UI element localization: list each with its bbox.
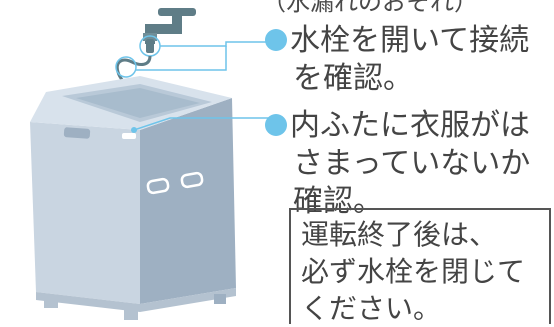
check-item-line: 水栓を開いて接続 <box>290 23 530 58</box>
notice-line: 必ず水栓を閉じて <box>301 255 526 288</box>
check-item-line: を確認。 <box>293 61 413 96</box>
bullet-dot-icon <box>265 114 287 136</box>
hose-joint-circle <box>115 56 137 78</box>
check-item-line: 確認。 <box>293 184 383 219</box>
check-item-line: さまっていないか <box>293 146 531 181</box>
hose-connector-icon <box>139 35 161 57</box>
notice-line: 運転終了後は、 <box>301 218 498 251</box>
callout-lines <box>133 41 275 131</box>
bullet-dot-icon <box>265 29 287 51</box>
washing-machine-illustration <box>30 8 275 320</box>
notice-line: ください。 <box>301 292 442 325</box>
leak-warning-note: （水漏れのおそれ） <box>262 0 478 16</box>
after-use-notice-box: 運転終了後は、 必ず水栓を閉じて ください。 <box>289 208 551 325</box>
callout-target-dot <box>131 127 137 133</box>
washing-machine <box>30 76 236 320</box>
faucet-icon <box>143 8 196 44</box>
check-item-lid: 内ふたに衣服がは <box>265 107 530 145</box>
check-item-faucet: 水栓を開いて接続 <box>265 22 529 60</box>
check-item-line: 内ふたに衣服がは <box>290 108 530 143</box>
